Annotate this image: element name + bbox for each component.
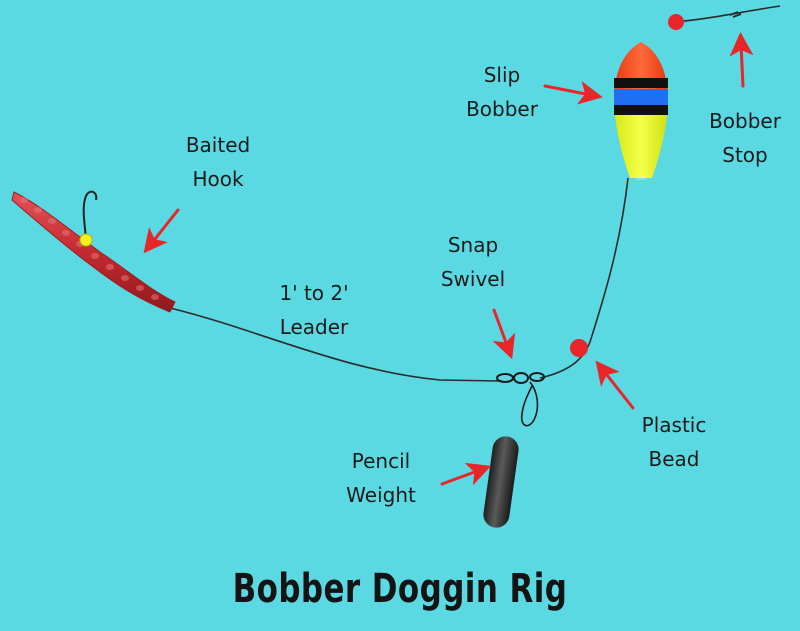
label-leader: 1' to 2' Leader	[254, 276, 374, 344]
label-snap-swivel: Snap Swivel	[418, 228, 528, 296]
label-slip-bobber: Slip Bobber	[447, 58, 557, 126]
arrow-slip-bobber	[543, 80, 603, 105]
label-bobber-stop-line1: Bobber	[709, 109, 781, 133]
arrow-pencil-weight	[440, 462, 492, 486]
slip-bobber-icon	[614, 42, 668, 180]
label-plastic-bead-line1: Plastic	[641, 413, 707, 437]
label-snap-swivel-line2: Swivel	[440, 267, 506, 291]
label-leader-line2: Leader	[279, 315, 349, 339]
label-baited-hook-line1: Baited	[185, 133, 251, 157]
label-plastic-bead-line2: Bead	[648, 447, 700, 471]
plastic-bead-icon	[570, 339, 588, 357]
label-baited-hook-line2: Hook	[192, 167, 244, 191]
label-leader-line1: 1' to 2'	[279, 281, 349, 305]
worm	[11, 191, 176, 313]
label-baited-hook: Baited Hook	[163, 128, 273, 196]
line-above-bobber	[671, 5, 781, 23]
label-slip-bobber-line2: Bobber	[466, 97, 538, 121]
bobber-stop-bead	[668, 14, 684, 30]
label-pencil-weight-line1: Pencil	[351, 449, 411, 473]
label-pencil-weight-line2: Weight	[346, 483, 416, 507]
arrow-bobber-stop	[729, 32, 754, 88]
label-snap-swivel-line1: Snap	[447, 233, 499, 257]
hook-bead	[79, 233, 93, 247]
line-to-bobber	[539, 177, 629, 379]
snap-swivel-icon	[496, 372, 545, 427]
label-bobber-stop-line2: Stop	[722, 143, 768, 167]
arrow-baited-hook	[143, 208, 180, 254]
page-title: Bobber Doggin Rig	[232, 566, 568, 612]
pencil-weight-icon	[483, 436, 519, 528]
label-pencil-weight: Pencil Weight	[326, 444, 436, 512]
main-line	[169, 307, 501, 382]
label-bobber-stop: Bobber Stop	[690, 104, 800, 172]
arrow-plastic-bead	[595, 360, 635, 410]
hook-icon	[82, 190, 98, 239]
label-slip-bobber-line1: Slip	[483, 63, 521, 87]
label-plastic-bead: Plastic Bead	[619, 408, 729, 476]
bobber-stop-knot	[729, 11, 742, 18]
arrow-snap-swivel	[492, 308, 516, 360]
